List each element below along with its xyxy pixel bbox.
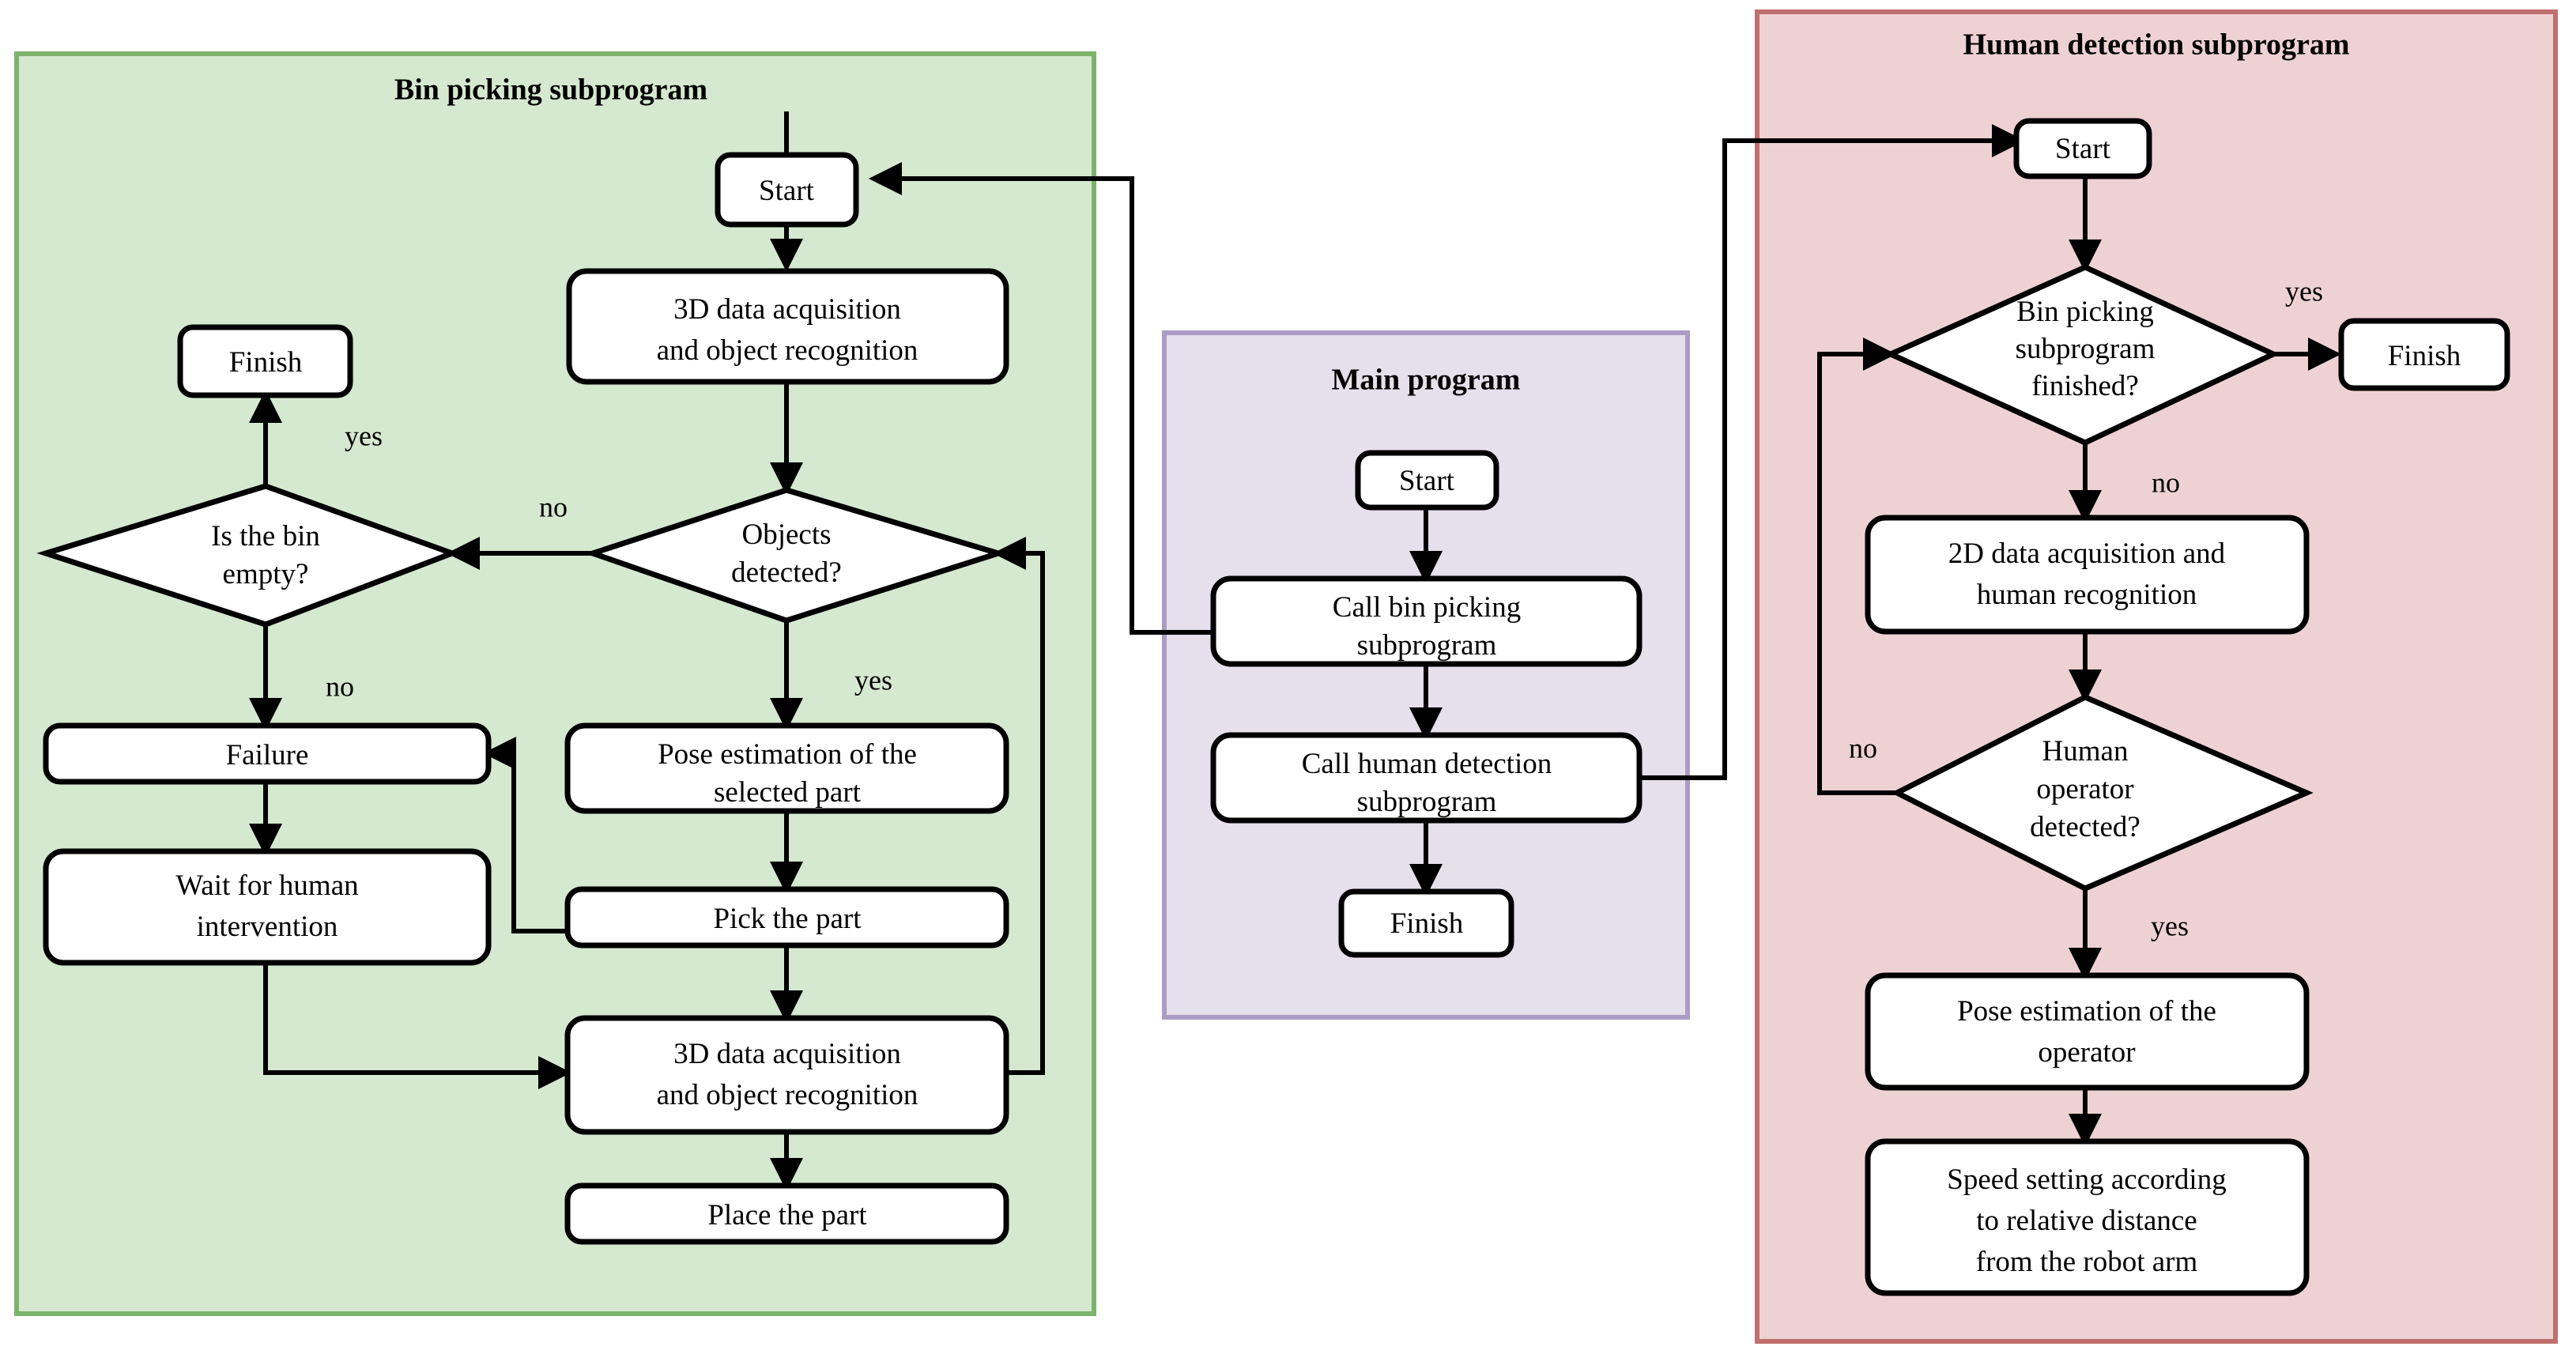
node-hd-human-operator-decision[interactable] bbox=[1891, 694, 2314, 892]
node-bp-wait-human[interactable] bbox=[43, 848, 492, 966]
node-bp-pose-line2: selected part bbox=[714, 776, 862, 809]
node-bp-objects-detected-decision[interactable] bbox=[584, 487, 1008, 624]
edge-mp-callhuman-to-hd-start bbox=[1639, 124, 2025, 780]
node-bp-pose-line1: Pose estimation of the bbox=[658, 738, 917, 771]
node-bp-bin-empty-decision[interactable] bbox=[36, 483, 461, 628]
node-mp-call-bin-line2: subprogram bbox=[1357, 629, 1497, 662]
node-mp-call-human-detection[interactable] bbox=[1210, 732, 1643, 824]
node-mp-call-bin-picking[interactable] bbox=[1210, 575, 1643, 667]
edge-label-hd-binfin-no: no bbox=[2152, 466, 2180, 498]
node-hd-finish[interactable] bbox=[2338, 318, 2510, 391]
node-bp-start[interactable] bbox=[715, 152, 859, 228]
node-mp-call-bin-line1: Call bin picking bbox=[1333, 591, 1521, 624]
node-hd-finish-label: Finish bbox=[2388, 340, 2461, 372]
node-hd-acq-line1: 2D data acquisition and bbox=[1948, 537, 2226, 570]
node-bp-pick-label: Pick the part bbox=[713, 903, 862, 935]
node-bp-acquisition-2[interactable] bbox=[564, 1015, 1009, 1135]
node-bp-wait-line2: intervention bbox=[197, 911, 338, 943]
node-hd-speed-line3: from the robot arm bbox=[1976, 1246, 2198, 1278]
node-bp-finish[interactable] bbox=[177, 324, 353, 398]
node-bp-start-label: Start bbox=[759, 175, 815, 207]
node-bp-wait-line1: Wait for human bbox=[175, 869, 358, 902]
node-hd-speed-setting[interactable] bbox=[1865, 1138, 2310, 1296]
node-bp-place-part[interactable] bbox=[564, 1182, 1009, 1245]
node-mp-start[interactable] bbox=[1355, 450, 1499, 511]
node-bp-acquisition-2-line1: 3D data acquisition bbox=[673, 1038, 901, 1070]
node-hd-start[interactable] bbox=[2013, 118, 2152, 179]
edge-hd-human-no-to-binfin bbox=[1817, 338, 1897, 795]
node-bp-acquisition-1[interactable] bbox=[566, 268, 1009, 385]
node-mp-start-label: Start bbox=[1399, 465, 1455, 497]
panel-human-detection bbox=[1755, 9, 2558, 1344]
node-mp-call-human-line1: Call human detection bbox=[1302, 748, 1552, 780]
node-hd-pose-estimation[interactable] bbox=[1865, 972, 2310, 1091]
node-bp-bin-empty-line1: Is the bin bbox=[211, 520, 320, 553]
edge-label-hd-human-no: no bbox=[1849, 732, 1877, 764]
node-bp-acquisition-1-line2: and object recognition bbox=[657, 334, 918, 367]
node-bp-failure[interactable] bbox=[43, 722, 492, 785]
node-hd-binfin-line1: Bin picking bbox=[2016, 296, 2154, 328]
panel-title-main-program: Main program bbox=[1332, 364, 1521, 397]
node-bp-pick-part[interactable] bbox=[564, 886, 1009, 949]
node-hd-acq-line2: human recognition bbox=[1977, 579, 2197, 611]
edge-label-bp-objects-yes: yes bbox=[854, 664, 892, 696]
edge-label-bp-binempty-no: no bbox=[326, 670, 354, 702]
edge-label-bp-objects-no: no bbox=[539, 491, 568, 522]
node-hd-pose-line1: Pose estimation of the bbox=[1957, 995, 2216, 1028]
node-bp-acquisition-2-line2: and object recognition bbox=[657, 1079, 918, 1111]
node-hd-acquisition[interactable] bbox=[1865, 515, 2310, 635]
node-bp-finish-label: Finish bbox=[229, 346, 303, 379]
node-hd-start-label: Start bbox=[2055, 133, 2111, 165]
edge-bp-pick-to-failure bbox=[483, 737, 568, 933]
node-hd-speed-line1: Speed setting according bbox=[1947, 1164, 2226, 1196]
node-bp-bin-empty-line2: empty? bbox=[223, 558, 309, 590]
edge-label-hd-human-yes: yes bbox=[2151, 910, 2189, 941]
edge-bp-wait-to-acq2 bbox=[263, 963, 571, 1089]
node-hd-binfin-line3: finished? bbox=[2031, 370, 2139, 402]
node-hd-binpicking-finished-decision[interactable] bbox=[1884, 264, 2280, 446]
node-hd-speed-line2: to relative distance bbox=[1976, 1205, 2197, 1237]
node-bp-place-label: Place the part bbox=[707, 1199, 867, 1231]
node-hd-pose-line2: operator bbox=[2038, 1036, 2135, 1069]
node-hd-human-line1: Human bbox=[2042, 735, 2129, 768]
edge-label-bp-binempty-yes: yes bbox=[345, 420, 383, 451]
node-hd-human-line2: operator bbox=[2036, 773, 2133, 805]
panel-title-bin-picking: Bin picking subprogram bbox=[394, 74, 707, 107]
edge-bp-acq2-to-objects bbox=[993, 537, 1045, 1075]
node-mp-finish[interactable] bbox=[1338, 888, 1514, 958]
node-hd-binfin-line2: subprogram bbox=[2016, 333, 2155, 365]
node-bp-acquisition-1-line1: 3D data acquisition bbox=[673, 293, 901, 326]
node-hd-human-line3: detected? bbox=[2030, 811, 2140, 843]
edge-mp-callbin-to-bp-start bbox=[869, 162, 1213, 635]
edge-label-hd-binfin-yes: yes bbox=[2285, 275, 2323, 307]
node-bp-failure-label: Failure bbox=[226, 739, 309, 771]
node-bp-objects-line1: Objects bbox=[741, 519, 831, 551]
node-mp-finish-label: Finish bbox=[1390, 907, 1464, 940]
panel-title-human-detection: Human detection subprogram bbox=[1963, 28, 2349, 62]
node-bp-pose-estimation[interactable] bbox=[564, 722, 1009, 814]
node-bp-objects-line2: detected? bbox=[731, 556, 842, 589]
node-mp-call-human-line2: subprogram bbox=[1357, 786, 1497, 818]
